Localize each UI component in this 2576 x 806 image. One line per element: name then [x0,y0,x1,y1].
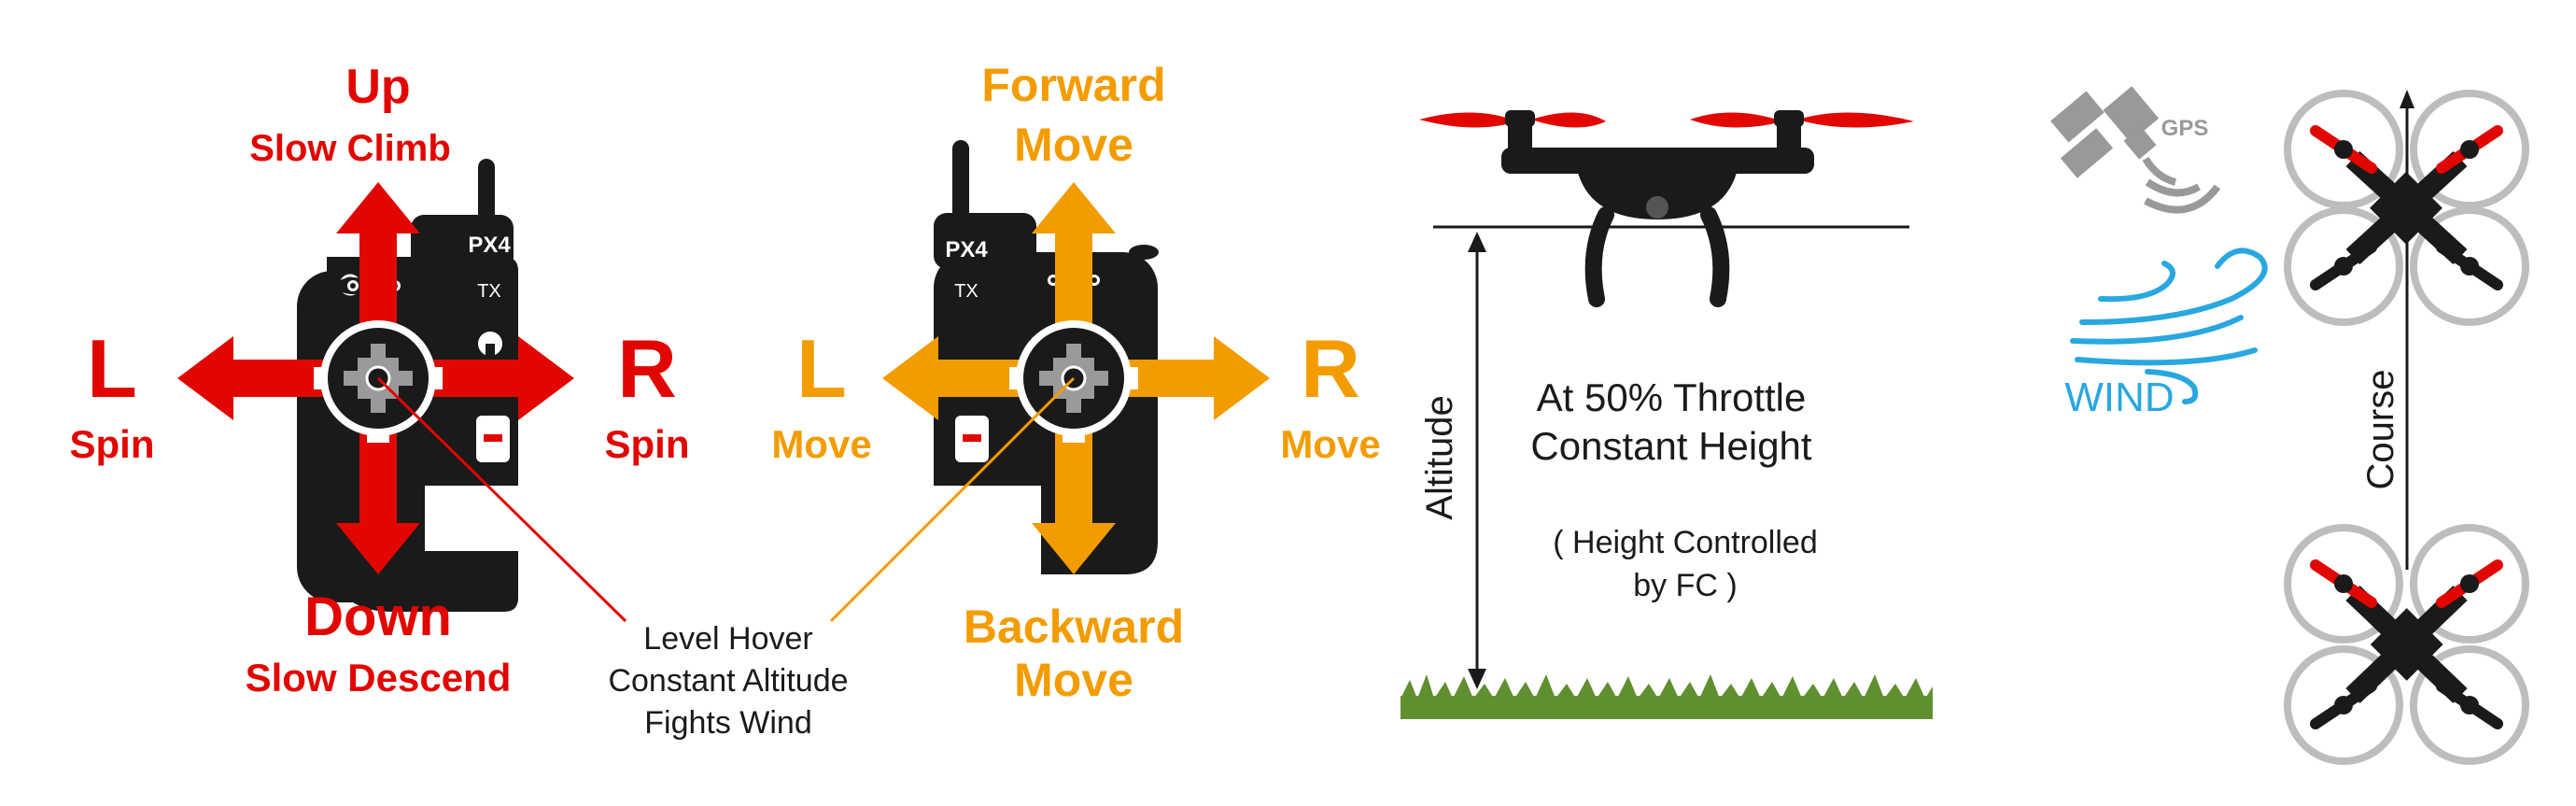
gps-panel: GPS WIND Course [2050,86,2529,765]
quadcopter-icon [2284,90,2529,326]
satellite-icon [2050,86,2221,214]
wind-icon [2070,247,2268,404]
right-down-sub: Move [1014,654,1133,706]
left-transmitter: PX4 TX [177,159,627,623]
down-arrow-icon [336,392,420,574]
grass-icon [1401,674,1933,719]
right-arrow-icon [392,336,574,420]
left-down-label: Down [304,587,452,647]
left-r-label: R [617,322,677,415]
tx-brand: PX4 [468,233,511,258]
hover-note-line2: Constant Altitude [608,663,848,699]
altitude-arrow [1468,232,1486,689]
right-transmitter: PX4 TX [829,140,1270,623]
quadcopter-icon [2284,524,2529,765]
tx-model: TX [954,281,978,302]
gps-label: GPS [2161,116,2209,141]
altitude-line4: by FC ) [1633,568,1737,603]
drone-icon [1419,110,1914,307]
altitude-line3: ( Height Controlled [1553,525,1817,560]
altitude-axis-label: Altitude [1419,395,1460,519]
left-down-sub: Slow Descend [246,656,512,700]
left-l-label: L [87,322,137,415]
hover-note-line3: Fights Wind [644,705,812,741]
left-up-label: Up [345,60,410,114]
right-up-label: Forward [981,59,1165,111]
up-arrow-icon [336,182,420,364]
right-l-label: L [796,322,847,415]
left-arrow-icon [177,336,364,420]
hover-pointer-orange [829,376,1076,623]
left-up-sub: Slow Climb [249,128,451,169]
up-arrow-icon [1032,182,1116,364]
left-arrow-icon [882,336,1060,420]
right-stick-arrows [882,182,1270,574]
right-l-sub: Move [771,422,871,466]
hover-note-line1: Level Hover [643,621,812,657]
right-r-label: R [1301,322,1360,415]
right-r-sub: Move [1280,422,1380,466]
altitude-panel: Altitude At 50% Throttle Constant Height… [1401,110,1933,719]
tx-model: TX [477,281,501,302]
wind-label: WIND [2064,375,2174,420]
hover-pointer-red [376,376,627,623]
right-arrow-icon [1088,336,1270,420]
left-stick-arrows [177,182,574,574]
tx-brand: PX4 [945,237,988,262]
left-r-sub: Spin [605,422,690,466]
right-up-sub: Move [1014,119,1133,171]
altitude-line2: Constant Height [1530,424,1812,468]
altitude-line1: At 50% Throttle [1537,375,1807,419]
left-l-sub: Spin [70,422,155,466]
down-arrow-icon [1032,392,1116,574]
course-label: Course [2360,370,2401,490]
right-down-label: Backward [964,601,1184,653]
